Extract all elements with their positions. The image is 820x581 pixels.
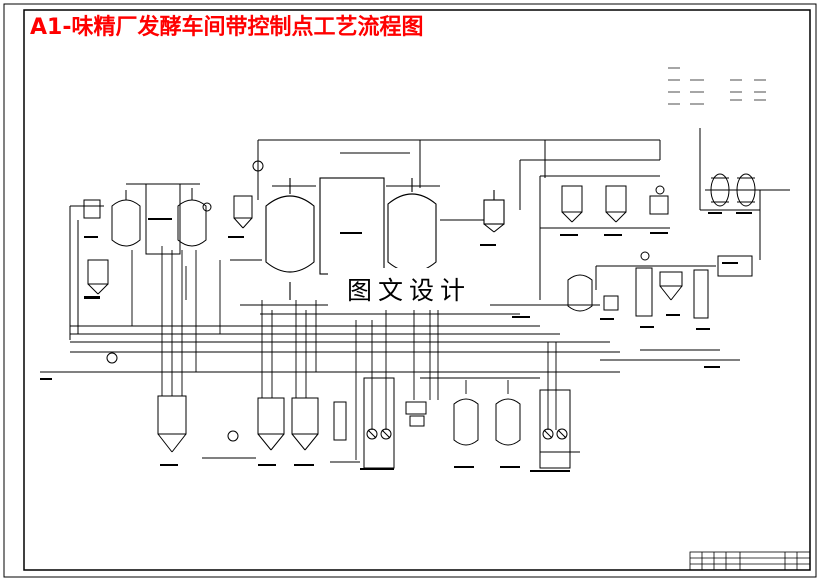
watermark-label: 图文设计 bbox=[328, 268, 490, 310]
lower-tank-group bbox=[106, 352, 521, 453]
legend-table bbox=[668, 67, 766, 105]
title-block bbox=[689, 551, 811, 571]
compressor-group bbox=[567, 251, 753, 319]
drawing-title: A1-味精厂发酵车间带控制点工艺流程图 bbox=[30, 15, 424, 40]
seed-tank-group bbox=[83, 160, 264, 295]
equipment-tag-marks bbox=[40, 212, 752, 472]
air-supply-pipe bbox=[257, 128, 790, 260]
air-filter-group bbox=[710, 173, 756, 207]
drawing-border-outer bbox=[3, 3, 817, 578]
medium-tank-group bbox=[539, 175, 670, 300]
heat-exchanger-group bbox=[363, 377, 571, 469]
drawing-border-inner bbox=[23, 9, 811, 571]
vertical-risers bbox=[131, 246, 580, 463]
